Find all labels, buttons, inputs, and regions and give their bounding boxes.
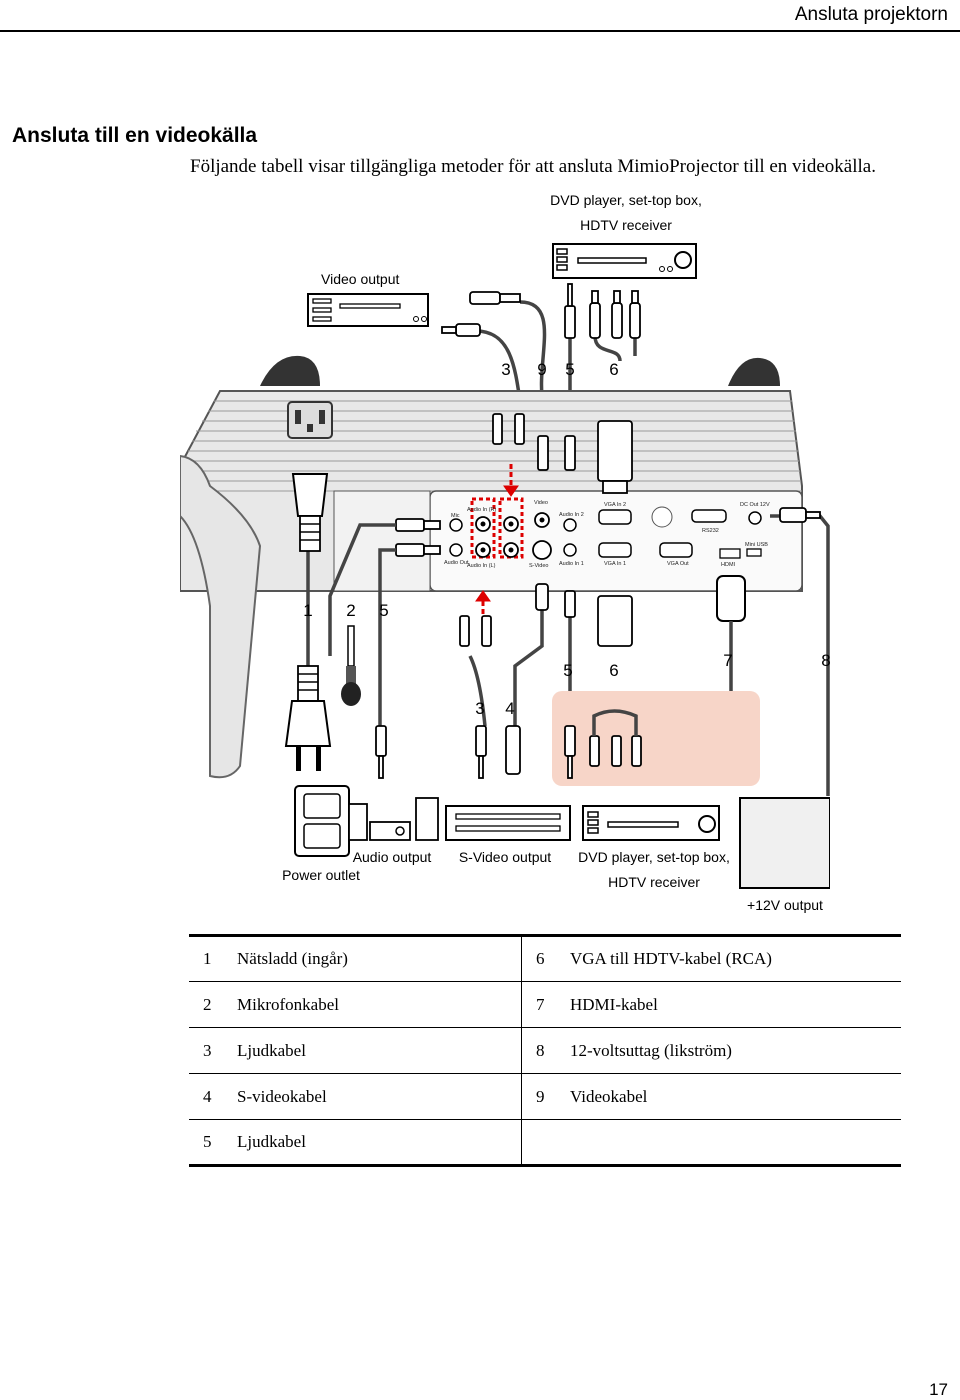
panel-video-label: Video	[534, 500, 548, 506]
left-number-5: 5	[379, 601, 388, 620]
panel-audio-in-2-label: Audio In 2	[559, 512, 584, 518]
projector-body	[180, 355, 803, 779]
panel-svideo-label: S-Video	[529, 563, 548, 569]
panel-vga-in-1-label: VGA In 1	[604, 561, 626, 567]
legend-description-left: Ljudkabel	[231, 1119, 522, 1167]
panel-vga-in-2-label: VGA In 2	[604, 502, 626, 508]
top-video-plugs-icon	[441, 291, 521, 337]
legend-number-right: 7	[521, 981, 564, 1028]
top-number-6: 6	[609, 360, 618, 379]
svideo-output-label: S-Video output	[459, 849, 551, 865]
bottom-number-3: 3	[475, 699, 484, 718]
legend-description-left: S-videokabel	[231, 1073, 522, 1120]
bottom-plugs	[475, 725, 642, 779]
legend-description-right	[564, 1119, 901, 1167]
dc-output-label: +12V output	[747, 897, 823, 913]
top-dvd-player-icon	[552, 243, 697, 279]
section-title: Ansluta till en videokälla	[12, 124, 258, 147]
top-cables	[475, 300, 637, 402]
intro-paragraph: Följande tabell visar tillgängliga metod…	[190, 156, 876, 177]
panel-hdmi-label: HDMI	[721, 562, 736, 568]
left-number-2: 2	[346, 601, 355, 620]
top-number-5: 5	[565, 360, 574, 379]
legend-number-left: 5	[189, 1119, 231, 1167]
power-outlet-icon	[294, 785, 350, 857]
right-number-5: 5	[563, 661, 572, 680]
microphone-icon	[341, 625, 361, 706]
legend-number-right: 6	[521, 934, 564, 982]
running-header: Ansluta projektorn	[794, 4, 948, 25]
panel-dc-out-label: DC Out 12V	[740, 502, 770, 508]
panel-audio-in-1-label: Audio In 1	[559, 561, 584, 567]
panel-mic-label: Mic	[451, 513, 460, 519]
legend-number-left: 3	[189, 1027, 231, 1074]
audio-system-icon	[348, 797, 439, 841]
red-arrows	[475, 464, 519, 626]
left-number-1: 1	[303, 601, 312, 620]
audio-plug-icon	[375, 725, 387, 779]
legend-number-left: 2	[189, 981, 231, 1028]
panel-rs232-label: RS232	[702, 528, 719, 534]
middle-plugs	[459, 583, 633, 647]
legend-description-right: 12-voltsuttag (likström)	[564, 1027, 901, 1074]
top-number-3: 3	[501, 360, 510, 379]
bottom-device-label-line1: DVD player, set-top box,	[578, 849, 730, 865]
dc-screen-icon	[739, 797, 830, 889]
page-number: 17	[929, 1380, 948, 1399]
right-number-6: 6	[609, 661, 618, 680]
panel-audio-in-l-label: Audio In (L)	[467, 563, 496, 569]
bottom-number-4: 4	[505, 699, 514, 718]
dc-plug-icon	[779, 507, 821, 523]
legend-number-left: 4	[189, 1073, 231, 1120]
input-panel: Mic Audio Out Audio In (R) Audio In (L) …	[444, 497, 770, 569]
panel-audio-in-r-label: Audio In (R)	[467, 507, 497, 513]
power-cord-plug-icon	[291, 473, 329, 552]
video-output-device-icon	[307, 293, 429, 327]
panel-mini-usb-label: Mini USB	[745, 542, 768, 548]
bottom-device-label-line2: HDTV receiver	[608, 874, 700, 890]
power-outlet-label: Power outlet	[282, 867, 360, 883]
right-number-8: 8	[821, 651, 830, 670]
svideo-player-icon	[445, 805, 571, 841]
connection-diagram: DVD player, set-top box, HDTV receiver V…	[180, 192, 830, 913]
inserted-plugs	[492, 413, 633, 494]
panel-audio-out-label: Audio Out	[444, 560, 469, 566]
legend-description-left: Ljudkabel	[231, 1027, 522, 1074]
legend-number-right	[521, 1119, 564, 1167]
legend-number-right: 9	[521, 1073, 564, 1120]
audio-output-label: Audio output	[353, 849, 432, 865]
top-rca-plugs-icon	[564, 283, 641, 339]
legend-number-left: 1	[189, 934, 231, 982]
header-rule	[0, 30, 960, 32]
legend-description-left: Mikrofonkabel	[231, 981, 522, 1028]
legend-number-right: 8	[521, 1027, 564, 1074]
power-plug-icon	[284, 665, 332, 771]
legend-description-right: HDMI-kabel	[564, 981, 901, 1028]
video-output-label: Video output	[321, 271, 399, 287]
highlight-panel	[552, 691, 760, 786]
bottom-dvd-player-icon	[582, 805, 720, 841]
top-device-label-line2: HDTV receiver	[580, 217, 672, 233]
legend-description-left: Nätsladd (ingår)	[231, 934, 522, 982]
top-device-label-line1: DVD player, set-top box,	[550, 192, 702, 208]
top-number-9: 9	[537, 360, 546, 379]
right-number-7: 7	[723, 651, 732, 670]
panel-vga-out-label: VGA Out	[667, 561, 689, 567]
legend-description-right: Videokabel	[564, 1073, 901, 1120]
legend-description-right: VGA till HDTV-kabel (RCA)	[564, 934, 901, 982]
